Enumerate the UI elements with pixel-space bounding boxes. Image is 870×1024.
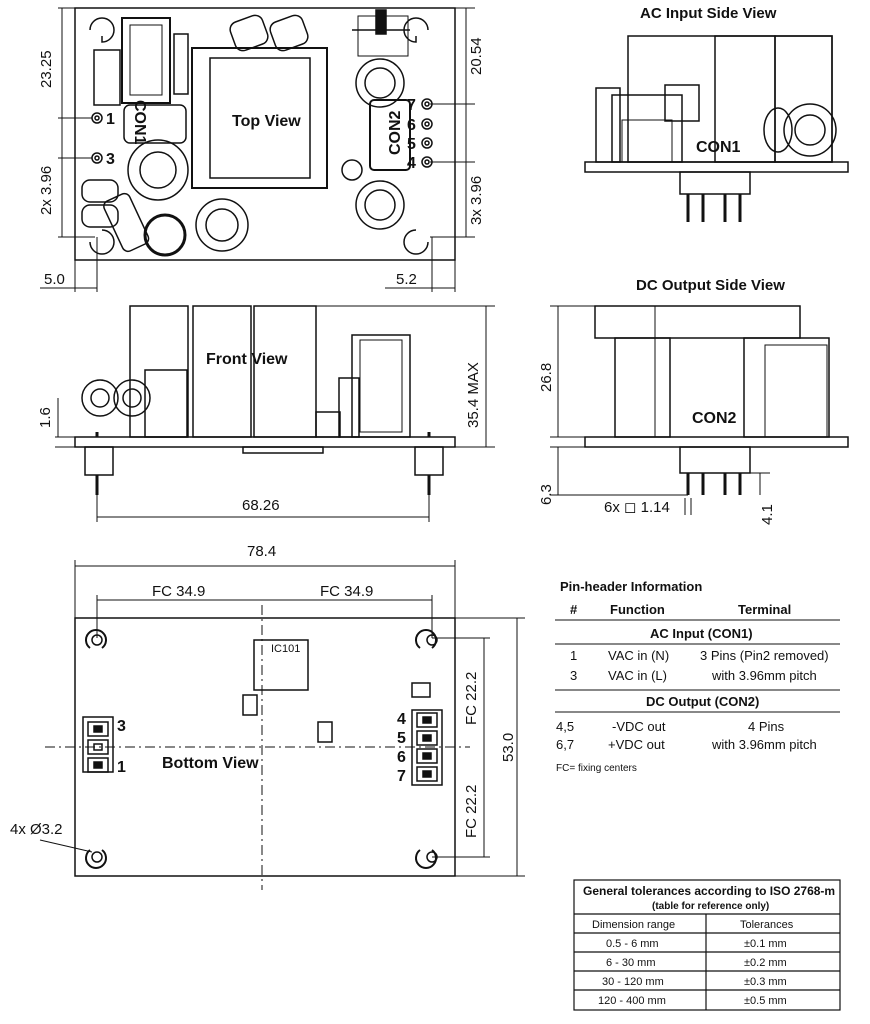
pin-6-label-bottom: 6 xyxy=(397,749,406,766)
dim-6x-1-14: 6x ◻ 1.14 xyxy=(604,499,670,516)
dim-2x-3-96: 2x 3.96 xyxy=(38,166,55,215)
pin-table-dc-row1-num: 4,5 xyxy=(556,719,574,734)
tolerance-table-title: General tolerances according to ISO 2768… xyxy=(583,884,835,898)
bottom-view-drawing xyxy=(39,560,525,890)
dim-fc-34-9-left: FC 34.9 xyxy=(152,583,205,600)
dim-78-4: 78.4 xyxy=(247,543,276,560)
bottom-view-label: Bottom View xyxy=(162,755,259,772)
con1-label-top: CON1 xyxy=(131,100,148,145)
dim-1-6: 1.6 xyxy=(37,407,54,428)
dim-35-4-max: 35.4 MAX xyxy=(465,362,482,428)
pin-table-section-dc: DC Output (CON2) xyxy=(646,694,759,709)
ac-side-view-drawing xyxy=(584,35,849,222)
pin-table-dc-row1-function: -VDC out xyxy=(612,719,666,734)
tolerance-row3-range: 30 - 120 mm xyxy=(602,976,664,988)
ic101-label: IC101 xyxy=(271,643,300,655)
dim-4x-hole: 4x Ø3.2 xyxy=(10,821,63,838)
pin-4-label-bottom: 4 xyxy=(397,711,406,728)
pin-table-ac-row1-terminal: 3 Pins (Pin2 removed) xyxy=(700,648,829,663)
pin-3-label-bottom: 3 xyxy=(117,718,126,735)
pin-table-header-num: # xyxy=(570,602,578,617)
con2-label-side: CON2 xyxy=(692,410,737,427)
dim-3x-3-96: 3x 3.96 xyxy=(468,176,485,225)
pin-1-label-bottom: 1 xyxy=(117,759,126,776)
dim-fc-22-2-top: FC 22.2 xyxy=(463,672,480,725)
pin-table-dc-row2-terminal: with 3.96mm pitch xyxy=(711,737,817,752)
pin-table-ac-row1-num: 1 xyxy=(570,648,577,663)
front-view-drawing xyxy=(55,305,495,522)
pin-table-ac-row1-function: VAC in (N) xyxy=(608,648,669,663)
tolerance-row4-value: ±0.5 mm xyxy=(744,995,787,1007)
pin-table-dc-row2-num: 6,7 xyxy=(556,737,574,752)
pin-table-ac-row2-terminal: with 3.96mm pitch xyxy=(711,668,817,683)
pin-7-label-bottom: 7 xyxy=(397,768,406,785)
tolerance-table-subtitle: (table for reference only) xyxy=(652,901,769,912)
pin-table-section-ac: AC Input (CON1) xyxy=(650,626,753,641)
pin-table-header-terminal: Terminal xyxy=(738,602,791,617)
pin-3-label-top: 3 xyxy=(106,151,115,168)
pin-table-header-function: Function xyxy=(610,602,665,617)
dim-fc-34-9-right: FC 34.9 xyxy=(320,583,373,600)
dc-side-view-drawing xyxy=(550,305,849,515)
tolerance-header-range: Dimension range xyxy=(592,919,675,931)
front-view-label: Front View xyxy=(206,351,288,368)
tolerance-row4-range: 120 - 400 mm xyxy=(598,995,666,1007)
dim-5-2: 5.2 xyxy=(396,271,417,288)
dim-20-54: 20.54 xyxy=(468,37,485,75)
tolerance-row3-value: ±0.3 mm xyxy=(744,976,787,988)
dim-53-0: 53.0 xyxy=(500,733,517,762)
dim-4-1: 4.1 xyxy=(759,504,776,525)
pin-table-title: Pin-header Information xyxy=(560,579,702,594)
top-view-label: Top View xyxy=(232,113,301,130)
top-view-drawing xyxy=(40,7,475,292)
dc-side-view-title: DC Output Side View xyxy=(636,277,785,294)
dim-68-26: 68.26 xyxy=(242,497,280,514)
pin-5-label-bottom: 5 xyxy=(397,730,406,747)
dim-26-8: 26.8 xyxy=(538,363,555,392)
pin-table-ac-row2-function: VAC in (L) xyxy=(608,668,667,683)
pin-7-label-top: 7 xyxy=(407,97,416,114)
pin-table-lines xyxy=(555,619,840,713)
con2-label-top: CON2 xyxy=(387,110,404,155)
tolerance-table-lines xyxy=(573,879,841,1011)
tolerance-row1-range: 0.5 - 6 mm xyxy=(606,938,659,950)
pin-1-label-top: 1 xyxy=(106,111,115,128)
tolerance-row2-value: ±0.2 mm xyxy=(744,957,787,969)
pin-4-label-top: 4 xyxy=(407,155,416,172)
pin-5-label-top: 5 xyxy=(407,136,416,153)
pin-table-dc-row2-function: +VDC out xyxy=(608,737,665,752)
ac-side-view-title: AC Input Side View xyxy=(640,5,777,22)
pin-table-dc-row1-terminal: 4 Pins xyxy=(748,719,785,734)
dim-fc-22-2-bottom: FC 22.2 xyxy=(463,785,480,838)
tolerance-row1-value: ±0.1 mm xyxy=(744,938,787,950)
tolerance-row2-range: 6 - 30 mm xyxy=(606,957,656,969)
con1-label-side: CON1 xyxy=(696,139,741,156)
dim-23-25: 23.25 xyxy=(38,50,55,88)
dim-5-0: 5.0 xyxy=(44,271,65,288)
tolerance-header-tolerances: Tolerances xyxy=(740,919,794,931)
pin-6-label-top: 6 xyxy=(407,117,416,134)
dim-6-3: 6.3 xyxy=(538,484,555,505)
pin-table-note: FC= fixing centers xyxy=(556,763,637,774)
pin-table-ac-row2-num: 3 xyxy=(570,668,577,683)
